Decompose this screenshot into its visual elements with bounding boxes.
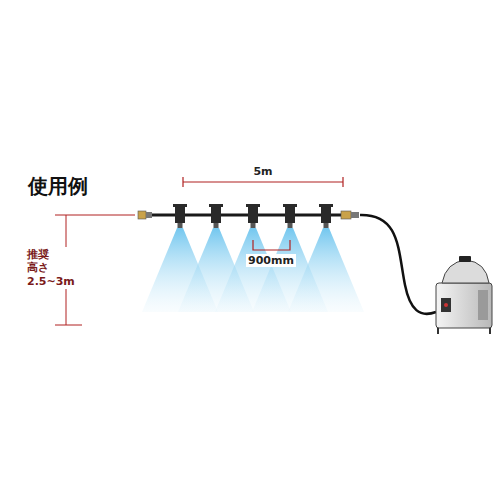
spray-cones (142, 228, 364, 312)
height-dimension-label: 推奨 高さ 2.5~3m (25, 247, 75, 289)
pitch-dimension (253, 240, 290, 250)
hose (360, 215, 436, 314)
title: 使用例 (28, 173, 88, 200)
spray-cone (288, 228, 364, 312)
nozzle (246, 204, 260, 228)
length-dimension (183, 177, 343, 187)
nozzle (283, 204, 297, 228)
length-dimension-label: 5m (251, 165, 274, 178)
pitch-dimension-label: 900mm (246, 254, 296, 267)
nozzle (209, 204, 223, 228)
nozzle (173, 204, 187, 228)
pump-unit (436, 256, 492, 334)
nozzle (319, 204, 333, 228)
nozzles (173, 204, 333, 228)
